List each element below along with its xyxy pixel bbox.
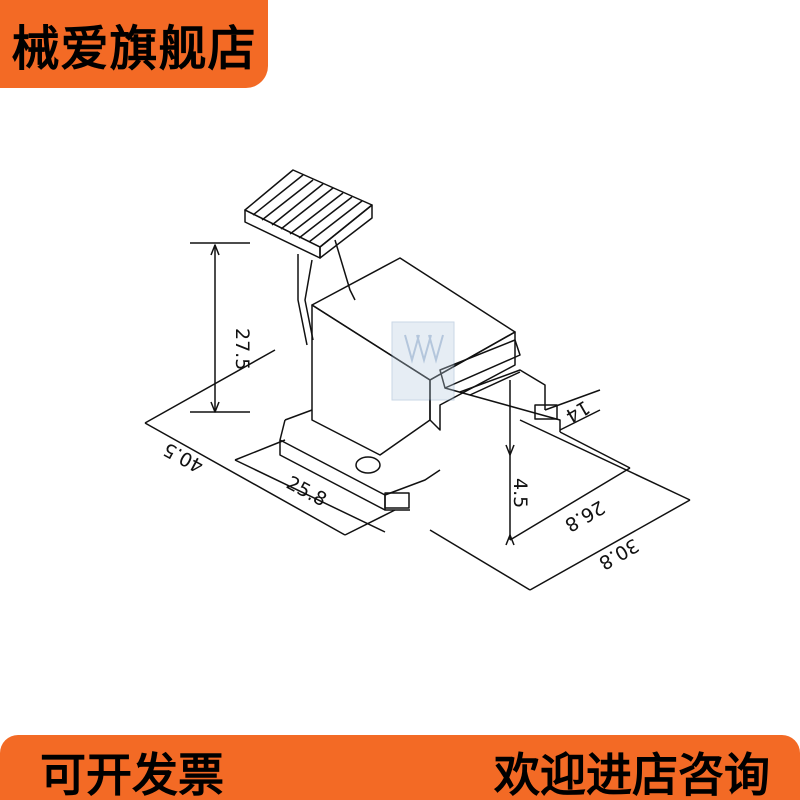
dimension-width: 40.5 [160, 438, 208, 477]
body-side [429, 331, 516, 431]
dimension-height: 27.5 [231, 328, 253, 370]
dimension-slot-height: 4.5 [509, 478, 531, 508]
dimension-small: 14 [562, 396, 594, 427]
invoice-available-text: 可开发票 [40, 748, 224, 800]
promo-footer: 可开发票 欢迎进店咨询 [0, 735, 800, 800]
drawing-lines [144, 169, 691, 591]
pedal-side [319, 204, 373, 259]
store-banner: 械爱旗舰店 [0, 0, 268, 88]
dimension-depth-inner: 26.8 [561, 496, 609, 536]
consult-text: 欢迎进店咨询 [494, 748, 770, 800]
store-name: 械爱旗舰店 [11, 21, 257, 77]
body-front [311, 304, 431, 456]
watermark-logo [391, 321, 455, 401]
